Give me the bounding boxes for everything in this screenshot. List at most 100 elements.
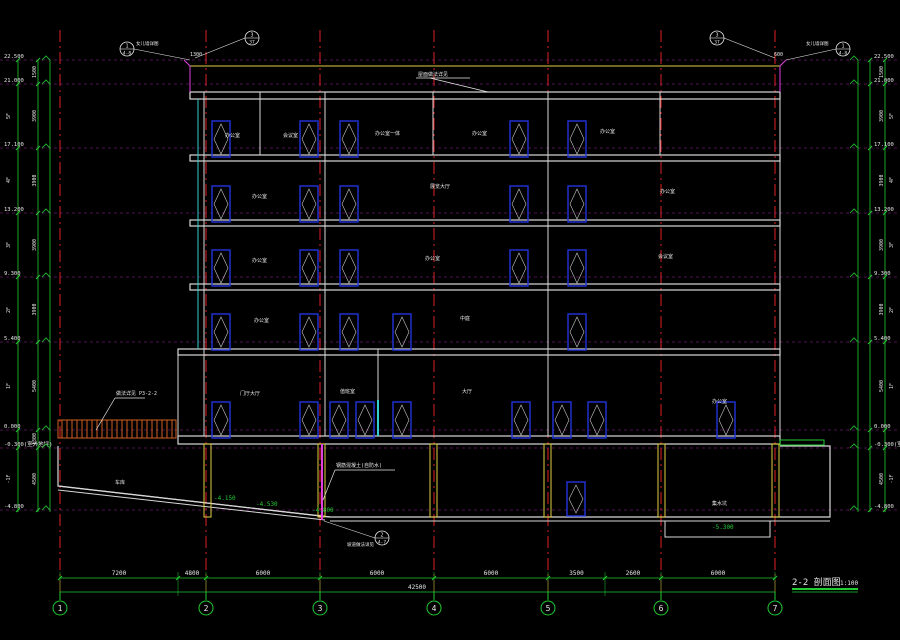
window-swing: [554, 404, 570, 436]
vertical-dim-tick: [882, 57, 888, 63]
vertical-dim-tick: [35, 210, 41, 216]
vertical-dim-tick: [867, 81, 873, 87]
vertical-dim-tick: [35, 507, 41, 513]
callout-leader: [723, 37, 776, 59]
window: [716, 401, 736, 439]
vertical-dim-tick: [35, 57, 41, 63]
title-scale: 1:100: [840, 580, 858, 587]
window-frame: [392, 401, 412, 439]
axis-bubble-7: [767, 600, 783, 616]
floor-label-right: 2F: [889, 307, 895, 313]
spacing-dim: 6000: [484, 570, 499, 577]
window-swing: [394, 316, 410, 348]
window: [566, 481, 586, 517]
storey-height-right: 3900: [879, 239, 885, 251]
callout-number: 3: [715, 33, 718, 39]
vertical-dim-tick: [867, 274, 873, 280]
spot-level-ramp-b: -4.530: [256, 501, 278, 508]
elevation-left: 21.000: [4, 78, 24, 84]
vertical-dim-tick: [882, 210, 888, 216]
elevation-marker: [849, 143, 859, 149]
window: [339, 249, 359, 287]
window-frame: [211, 401, 231, 439]
parapet-right-dim: 600: [774, 52, 783, 58]
window-swing: [213, 404, 229, 436]
vertical-dim-tick: [35, 427, 41, 433]
window-frame: [299, 249, 319, 287]
elevation-left: 5.400: [4, 336, 21, 342]
room-label: 办公室: [225, 132, 240, 139]
window: [567, 120, 587, 158]
elevation-marker: [41, 425, 51, 431]
vertical-dim-tick: [882, 274, 888, 280]
overall-length-dim: 42500: [408, 584, 426, 591]
callout-leader: [323, 520, 376, 539]
elevation-left: 0.000: [4, 424, 21, 430]
title-text: 2-2 剖面图: [792, 576, 841, 588]
storey-height-left: 1500: [32, 66, 38, 78]
room-label: 会议室: [283, 132, 298, 139]
axis-bubble-3: [312, 600, 328, 616]
window-swing: [301, 404, 317, 436]
room-label: 办公室一体: [375, 130, 400, 137]
callout-leader: [785, 48, 837, 61]
level-reference-lines: [0, 59, 900, 511]
callout-leader: [194, 37, 246, 59]
axis-label-7: 7: [773, 604, 778, 613]
room-label: 办公室: [660, 188, 675, 195]
elevation-right: 0.000: [874, 424, 891, 430]
window-frame: [509, 185, 529, 223]
elevation-marker: [849, 272, 859, 278]
basement-annotation: 钢筋混凝土(自防水): [322, 462, 395, 501]
window: [211, 120, 231, 158]
window-frame: [509, 249, 529, 287]
entrance-railing: [61, 420, 173, 438]
window-frame: [567, 120, 587, 158]
window-frame: [339, 249, 359, 287]
window-frame: [211, 185, 231, 223]
callout-number: 1: [125, 44, 128, 50]
vertical-dim-tick: [35, 339, 41, 345]
callout-sheet: 37: [249, 40, 255, 46]
window: [355, 401, 375, 439]
window-frame: [211, 120, 231, 158]
callout-note: 女儿墙详图: [806, 40, 829, 47]
elevation-labels-left: 22.50021.00017.10013.2009.3005.4000.000-…: [4, 54, 53, 511]
window-swing: [568, 484, 584, 514]
vertical-dim-tick: [15, 507, 21, 513]
window-swing: [569, 123, 585, 155]
window-swing: [357, 404, 373, 436]
axis-label-5: 5: [546, 604, 551, 613]
axis-bubble-5: [540, 600, 556, 616]
window: [392, 401, 412, 439]
floor-label-right: 1F: [889, 383, 895, 389]
floor-label-left: 3F: [6, 242, 12, 248]
elevation-right: 13.200: [874, 207, 894, 213]
window-frame: [552, 401, 572, 439]
storey-height-right: 5400: [879, 380, 885, 392]
callout-note: 女儿墙详图: [136, 40, 159, 47]
floor-label-left: 1F: [6, 383, 12, 389]
room-label: 办公室: [600, 128, 615, 135]
callout-sheet: 37: [714, 40, 720, 46]
ramp-note: 坡道做法详见: [347, 541, 374, 548]
window: [211, 249, 231, 287]
window-frame: [211, 313, 231, 351]
elevation-left: 13.200: [4, 207, 24, 213]
vertical-dim-tick: [35, 145, 41, 151]
elevation-marker: [41, 443, 51, 449]
window: [339, 185, 359, 223]
callout-number: 2: [380, 533, 383, 539]
room-label: 办公室: [425, 255, 440, 262]
floor-label-left: -1F: [6, 474, 12, 483]
spacing-dim: 4800: [185, 570, 200, 577]
window-frame: [339, 313, 359, 351]
vertical-dim-tick: [882, 507, 888, 513]
elevation-left: 17.100: [4, 142, 24, 148]
window-set: [211, 120, 736, 517]
floor-label-right: 5F: [889, 113, 895, 119]
floor-label-left: 4F: [6, 177, 12, 183]
storey-height-left: 3900: [32, 303, 38, 315]
window-swing: [718, 404, 734, 436]
